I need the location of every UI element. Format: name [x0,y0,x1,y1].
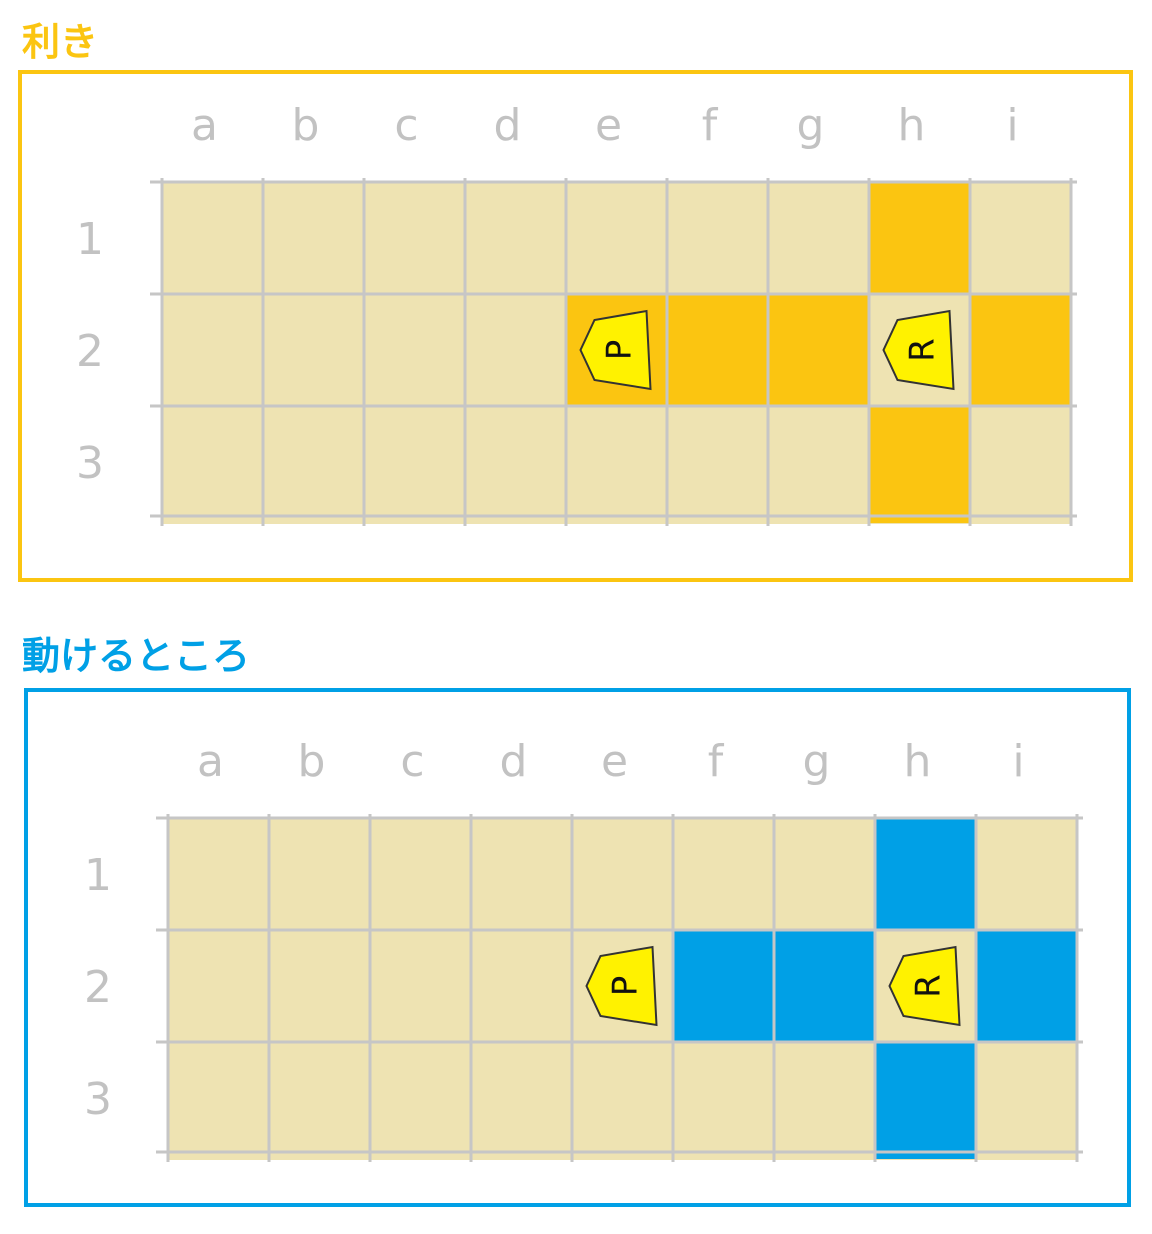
column-label: a [197,736,224,787]
piece-letter: R [909,974,949,998]
column-label: i [1012,736,1024,787]
highlight-square [668,295,767,405]
column-label: e [601,736,628,787]
row-label: 3 [76,438,104,489]
piece-token [882,309,955,391]
row-label: 2 [84,962,112,1013]
row-label: 1 [76,214,104,265]
highlight-square [876,819,975,929]
highlight-square [870,183,969,293]
column-label: g [803,736,831,787]
column-label: c [400,736,424,787]
piece-letter: P [606,976,646,997]
piece-letter: R [903,338,943,362]
highlight-square [775,931,874,1041]
highlight-square [674,931,773,1041]
highlight-square [876,1043,975,1159]
panel-title: 利き [22,20,99,64]
panel-title: 動けるところ [22,634,251,678]
highlight-square [870,407,969,523]
highlight-square [971,295,1070,405]
piece-token [888,945,961,1027]
row-label: 3 [84,1074,112,1125]
column-label: d [500,736,528,787]
column-label: b [292,100,320,151]
panel-frame [24,688,1131,1207]
panel-frame [18,70,1133,582]
column-label: a [191,100,218,151]
column-label: f [702,100,719,151]
column-label: c [394,100,418,151]
row-label: 2 [76,326,104,377]
column-label: d [494,100,522,151]
column-label: f [708,736,725,787]
row-label: 1 [84,850,112,901]
highlight-square [977,931,1076,1041]
column-label: i [1006,100,1018,151]
column-label: h [898,100,926,151]
piece-token [579,309,652,391]
column-label: h [904,736,932,787]
piece-token [585,945,658,1027]
column-label: b [298,736,326,787]
column-label: e [595,100,622,151]
highlight-square [769,295,868,405]
piece-letter: P [600,340,640,361]
column-label: g [797,100,825,151]
